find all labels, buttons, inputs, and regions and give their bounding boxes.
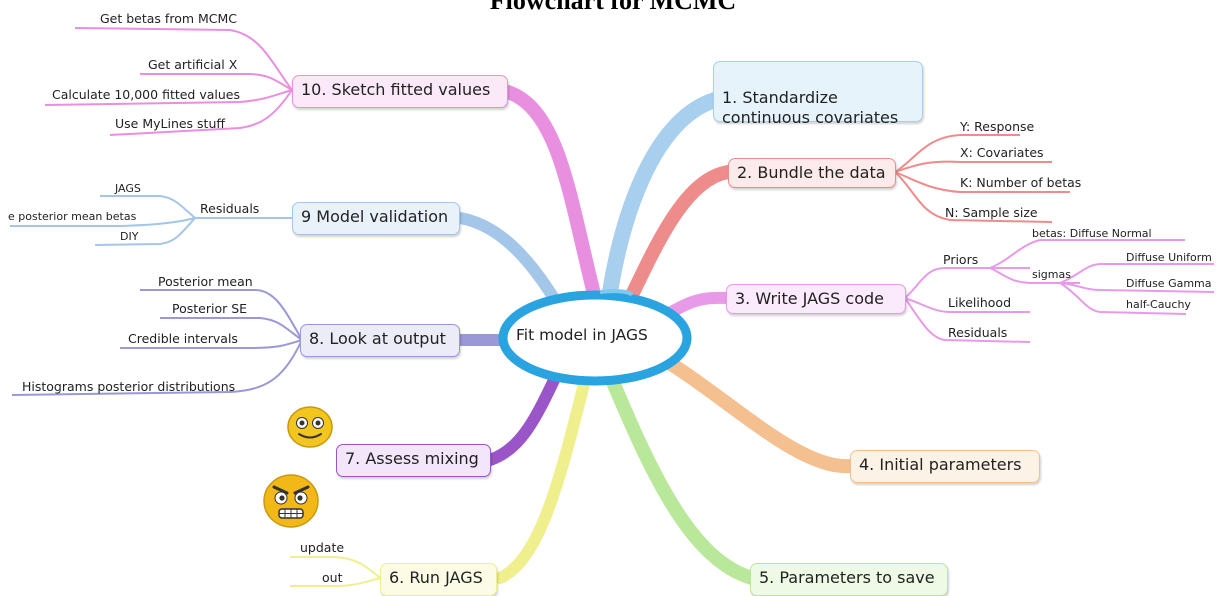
leaf-jags: JAGS [115,182,141,195]
leaf-credible-intervals: Credible intervals [128,331,238,346]
leaf-diffuse-gamma: Diffuse Gamma [1126,277,1212,290]
branch-5 [603,368,759,585]
node-3-write-jags: 3. Write JAGS code [726,284,906,314]
branch-2-leaves [894,134,1070,223]
leaf-get-artificial-x: Get artificial X [148,57,238,72]
branch-8-leaves [11,289,303,396]
branch-10-leaves [44,27,293,136]
leaf-sigmas: sigmas [1032,268,1071,281]
page-title: Flowchart for MCMC [489,0,737,15]
branch-4 [658,353,857,474]
node-9-label: 9 Model validation [301,207,449,226]
branch-9-leaves [10,195,292,246]
node-5-label: 5. Parameters to save [759,568,935,587]
node-1-label: 1. Standardize continuous covariates [722,88,899,127]
leaf-y-response: Y: Response [960,119,1035,134]
happy-smiley-icon [287,406,333,448]
leaf-diy: DIY [120,230,139,243]
leaf-histograms-posterior: Histograms posterior distributions [22,379,236,394]
node-4-label: 4. Initial parameters [859,455,1022,474]
leaf-use-mylines: Use MyLines stuff [115,116,225,131]
node-10-sketch-fitted: 10. Sketch fitted values [292,75,508,108]
node-7-label: 7. Assess mixing [345,449,479,468]
node-8-label: 8. Look at output [309,329,446,348]
branch-10 [501,85,602,305]
node-9-model-validation: 9 Model validation [292,202,460,235]
branch-6 [494,374,591,584]
node-7-assess-mixing: 7. Assess mixing [336,444,491,477]
node-3-label: 3. Write JAGS code [735,289,885,308]
leaf-priors: Priors [943,252,979,267]
leaf-likelihood: Likelihood [948,295,1012,310]
node-2-bundle-data: 2. Bundle the data [728,158,896,188]
leaf-get-betas: Get betas from MCMC [100,11,238,26]
leaf-posterior-mean-betas: e posterior mean betas [8,210,137,223]
leaf-calculate-fitted: Calculate 10,000 fitted values [52,87,240,102]
node-10-label: 10. Sketch fitted values [301,80,491,99]
leaf-n-sample-size: N: Sample size [945,205,1038,220]
node-1-standardize: 1. Standardize continuous covariates [713,61,923,127]
angry-smiley-icon [263,474,319,528]
node-4-initial-params: 4. Initial parameters [850,450,1040,483]
node-6-run-jags: 6. Run JAGS [380,563,497,596]
leaf-k-number-betas: K: Number of betas [960,175,1082,190]
leaf-half-cauchy: half-Cauchy [1126,298,1191,311]
branch-3-leaves [904,239,1215,343]
leaf-posterior-se: Posterior SE [172,301,248,316]
leaf-posterior-mean: Posterior mean [158,274,253,289]
center-ring [498,290,692,386]
leaf-x-covariates: X: Covariates [960,145,1044,160]
branch-6-leaves [290,556,381,587]
leaf-out: out [322,570,343,585]
central-topic: Fit model in JAGS [516,326,648,344]
node-2-label: 2. Bundle the data [737,163,886,182]
branch-7 [484,372,561,466]
node-6-label: 6. Run JAGS [389,568,483,587]
leaf-residuals-9: Residuals [200,201,260,216]
leaf-update: update [300,540,345,555]
leaf-residuals: Residuals [948,325,1008,340]
node-8-look-at-output: 8. Look at output [300,324,460,357]
node-5-params-to-save: 5. Parameters to save [750,563,948,596]
branch-9 [454,212,561,306]
leaf-betas-diffuse-normal: betas: Diffuse Normal [1032,227,1152,240]
leaf-diffuse-uniform: Diffuse Uniform [1126,251,1212,264]
